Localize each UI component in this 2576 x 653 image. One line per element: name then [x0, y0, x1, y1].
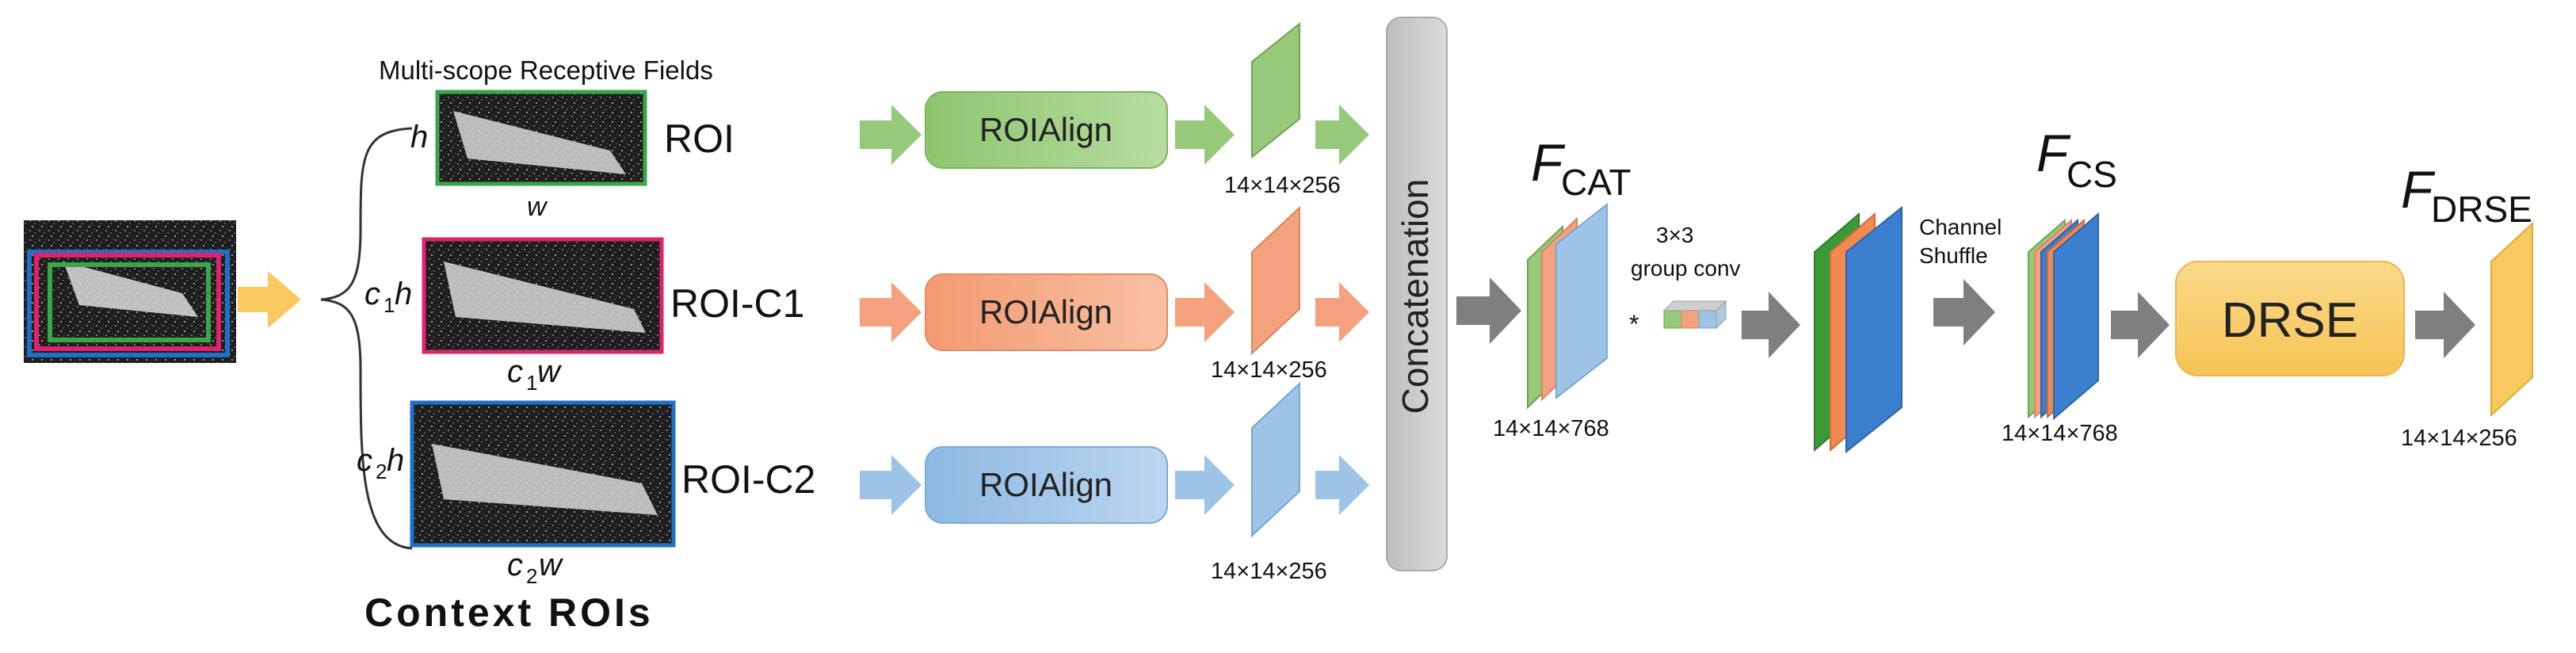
- svg-text:c: c: [364, 277, 380, 311]
- drse-block: DRSE: [2175, 261, 2405, 376]
- drse-arrow-in: [2111, 292, 2170, 358]
- roi-arrow-out: [1175, 105, 1235, 165]
- roi-c1-arrow-out: [1175, 282, 1235, 342]
- svg-text:2: 2: [376, 460, 387, 483]
- feature-slab-roi-c2: [1251, 381, 1300, 538]
- svg-text:h: h: [395, 277, 412, 311]
- roi-c1-label: ROI-C1: [670, 281, 804, 326]
- group-conv-kernel: 3×3: [1656, 223, 1694, 247]
- channel-shuffle-line1: Channel: [1919, 215, 2002, 239]
- svg-text:1: 1: [526, 371, 537, 395]
- concat-arrow: [1456, 277, 1521, 344]
- roi-c2-arrow-concat: [1315, 455, 1369, 515]
- concatenation-block: Concatenation: [1386, 17, 1448, 571]
- f-cs-symbol: F CS: [2036, 124, 2117, 195]
- svg-text:DRSE: DRSE: [2222, 293, 2358, 348]
- roi-c2-arrow-out: [1175, 455, 1235, 515]
- svg-text:Concatenation: Concatenation: [1395, 179, 1436, 414]
- size-label-roi-c2: 14×14×256: [1211, 559, 1327, 584]
- channel-shuffle-arrow: [1933, 279, 1995, 346]
- roialign-box-roi: ROIAlign: [925, 91, 1168, 169]
- svg-text:CS: CS: [2067, 154, 2117, 195]
- f-cat-size: 14×14×768: [1493, 416, 1609, 441]
- branch-brace: [320, 127, 413, 550]
- svg-text:c: c: [507, 548, 523, 582]
- svg-text:CAT: CAT: [1561, 162, 1631, 203]
- f-cat-symbol: F CAT: [1531, 133, 1631, 203]
- conv-output-stack: [1814, 205, 1902, 454]
- roi-c1-w-label: c 1 w: [507, 354, 563, 395]
- svg-text:1: 1: [384, 293, 395, 317]
- roi-crop: [435, 90, 647, 186]
- title: Multi-scope Receptive Fields: [379, 55, 713, 85]
- input-roi-c2-box: [27, 250, 230, 357]
- roi-c1-arrow-concat: [1315, 282, 1369, 342]
- svg-text:F: F: [1531, 133, 1566, 192]
- group-conv-kernel-cubes: [1662, 300, 1727, 330]
- svg-text:DRSE: DRSE: [2431, 189, 2532, 230]
- f-drse-size: 14×14×256: [2401, 426, 2517, 451]
- svg-text:ROIAlign: ROIAlign: [979, 293, 1112, 330]
- size-label-roi-c1: 14×14×256: [1211, 357, 1327, 383]
- roi-c2-w-label: c 2 w: [507, 548, 564, 588]
- svg-text:F: F: [2401, 160, 2436, 219]
- roi-c1-h-label: c 1 h: [364, 277, 412, 317]
- feature-slab-roi: [1251, 21, 1300, 159]
- context-rois-caption: Context ROIs: [364, 590, 654, 635]
- roialign-box-roi-c1: ROIAlign: [925, 273, 1168, 351]
- roi-h-label: h: [410, 120, 428, 155]
- svg-text:c: c: [357, 443, 372, 478]
- feature-slab-roi-c1: [1251, 205, 1300, 356]
- input-roi-c1-box: [34, 253, 221, 351]
- roi-c2-crop: [410, 400, 676, 548]
- svg-text:w: w: [537, 354, 563, 389]
- drse-arrow-out: [2415, 292, 2475, 358]
- svg-text:ROIAlign: ROIAlign: [979, 466, 1112, 503]
- roi-label: ROI: [664, 116, 735, 161]
- roi-c1-crop: [422, 237, 664, 354]
- input-image: [24, 220, 236, 363]
- roi-c2-h-label: c 2 h: [357, 443, 404, 483]
- f-cs-size: 14×14×768: [2002, 421, 2118, 446]
- svg-text:F: F: [2036, 124, 2071, 182]
- group-conv-label: group conv: [1631, 256, 1741, 281]
- f-cat-stack: [1527, 202, 1608, 410]
- svg-text:c: c: [507, 354, 523, 389]
- roi-c2-arrow-in: [860, 455, 922, 515]
- roi-arrow-concat: [1315, 105, 1369, 165]
- channel-shuffle-line2: Shuffle: [1919, 243, 1988, 268]
- roi-c2-label: ROI-C2: [681, 457, 815, 502]
- roi-c1-arrow-in: [860, 282, 922, 342]
- svg-text:2: 2: [526, 564, 537, 588]
- group-conv-arrow: [1742, 292, 1800, 358]
- f-cs-stack: [2028, 212, 2099, 421]
- svg-text:ROIAlign: ROIAlign: [979, 111, 1112, 148]
- conv-star: *: [1629, 310, 1639, 338]
- f-drse-symbol: F DRSE: [2401, 160, 2532, 230]
- input-roi-box: [48, 262, 211, 342]
- roi-arrow-in: [860, 105, 922, 165]
- svg-text:w: w: [539, 548, 564, 582]
- roi-w-label: w: [527, 192, 548, 222]
- roialign-box-roi-c2: ROIAlign: [925, 446, 1168, 524]
- f-drse-slab: [2490, 221, 2533, 418]
- svg-text:h: h: [387, 443, 404, 478]
- input-arrow: [238, 271, 301, 328]
- size-label-roi: 14×14×256: [1224, 173, 1341, 198]
